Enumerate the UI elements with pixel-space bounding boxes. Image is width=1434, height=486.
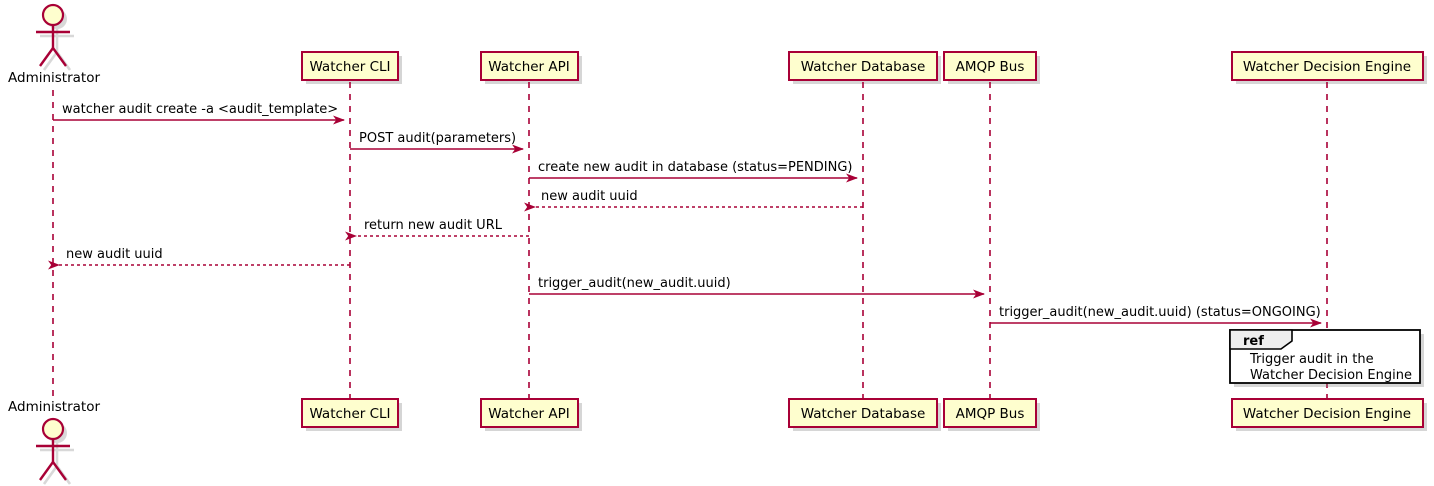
actor-leg-right bbox=[52, 461, 67, 481]
actor-administrator-bottom[interactable]: Administrator bbox=[8, 399, 100, 485]
participant-watcher-decision-engine-bottom[interactable]: Watcher Decision Engine bbox=[1231, 398, 1424, 428]
actor-leg-left bbox=[39, 461, 54, 481]
ref-fragment[interactable]: ref Trigger audit in the Watcher Decisio… bbox=[1229, 329, 1424, 387]
participant-box[interactable] bbox=[1231, 51, 1424, 81]
message-label: trigger_audit(new_audit.uuid) (status=ON… bbox=[999, 305, 1321, 320]
actor-label-administrator-top: Administrator bbox=[8, 70, 100, 86]
message-label: create new audit in database (status=PEN… bbox=[538, 160, 853, 175]
messages: watcher audit create -a <audit_template>… bbox=[48, 102, 1322, 328]
message-label: watcher audit create -a <audit_template> bbox=[62, 102, 338, 117]
participant-label: Watcher Decision Engine bbox=[1243, 406, 1411, 422]
message-6[interactable]: new audit uuid bbox=[48, 247, 350, 270]
message-8[interactable]: trigger_audit(new_audit.uuid) (status=ON… bbox=[990, 305, 1322, 328]
ref-keyword-label: ref bbox=[1243, 334, 1264, 349]
participant-label: Watcher Database bbox=[801, 406, 926, 422]
message-label: POST audit(parameters) bbox=[359, 131, 516, 146]
participant-label: Watcher API bbox=[488, 406, 570, 422]
message-3[interactable]: create new audit in database (status=PEN… bbox=[529, 160, 858, 183]
ref-body-line-1: Trigger audit in the bbox=[1249, 352, 1374, 367]
participant-box[interactable] bbox=[301, 51, 399, 81]
actor-administrator-top[interactable]: Administrator bbox=[8, 3, 100, 86]
actor-head-icon bbox=[41, 417, 65, 441]
participant-label: Watcher API bbox=[488, 59, 570, 75]
actor-leg-right bbox=[52, 47, 67, 67]
ref-tab bbox=[1229, 329, 1293, 350]
message-1[interactable]: watcher audit create -a <audit_template> bbox=[53, 102, 345, 125]
participant-box[interactable] bbox=[943, 398, 1037, 428]
participant-watcher-cli-bottom[interactable]: Watcher CLI bbox=[301, 398, 399, 428]
message-label: return new audit URL bbox=[364, 218, 503, 233]
participant-box[interactable] bbox=[788, 51, 938, 81]
lifelines bbox=[52, 82, 1328, 398]
participant-box[interactable] bbox=[480, 51, 579, 81]
message-7[interactable]: trigger_audit(new_audit.uuid) bbox=[529, 276, 985, 299]
participant-amqp-bus-top[interactable]: AMQP Bus bbox=[943, 51, 1037, 81]
participant-watcher-decision-engine-top[interactable]: Watcher Decision Engine bbox=[1231, 51, 1424, 81]
message-label: trigger_audit(new_audit.uuid) bbox=[538, 276, 731, 291]
participant-label: AMQP Bus bbox=[956, 59, 1025, 75]
actor-label-administrator-bottom: Administrator bbox=[8, 399, 100, 415]
participant-amqp-bus-bottom[interactable]: AMQP Bus bbox=[943, 398, 1037, 428]
participant-label: AMQP Bus bbox=[956, 406, 1025, 422]
participant-label: Watcher Database bbox=[801, 59, 926, 75]
participant-box[interactable] bbox=[480, 398, 579, 428]
participant-label: Watcher CLI bbox=[309, 406, 390, 422]
participant-box[interactable] bbox=[943, 51, 1037, 81]
actor-head-icon bbox=[41, 3, 65, 27]
participant-label: Watcher Decision Engine bbox=[1243, 59, 1411, 75]
participant-watcher-api-bottom[interactable]: Watcher API bbox=[480, 398, 579, 428]
message-4[interactable]: new audit uuid bbox=[524, 189, 863, 212]
message-2[interactable]: POST audit(parameters) bbox=[350, 131, 524, 154]
participant-box[interactable] bbox=[1231, 398, 1424, 428]
participant-watcher-api-top[interactable]: Watcher API bbox=[480, 51, 579, 81]
message-label: new audit uuid bbox=[66, 247, 163, 262]
ref-body-line-2: Watcher Decision Engine bbox=[1250, 368, 1412, 383]
participant-watcher-database-bottom[interactable]: Watcher Database bbox=[788, 398, 938, 428]
participant-watcher-database-top[interactable]: Watcher Database bbox=[788, 51, 938, 81]
participant-box[interactable] bbox=[788, 398, 938, 428]
message-5[interactable]: return new audit URL bbox=[345, 218, 529, 241]
actor-leg-left bbox=[39, 47, 54, 67]
message-label: new audit uuid bbox=[541, 189, 638, 204]
participant-box[interactable] bbox=[301, 398, 399, 428]
participant-label: Watcher CLI bbox=[309, 59, 390, 75]
participant-watcher-cli-top[interactable]: Watcher CLI bbox=[301, 51, 399, 81]
